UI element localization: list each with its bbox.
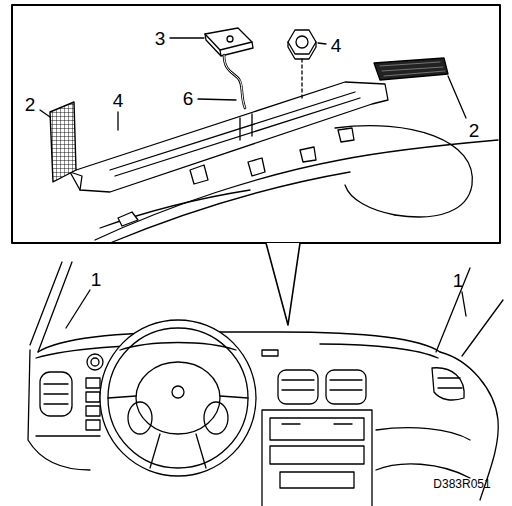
dashboard xyxy=(28,332,498,500)
nut xyxy=(288,30,316,100)
callout-number: 4 xyxy=(113,91,124,110)
leader-lines xyxy=(40,38,466,130)
speaker-grille xyxy=(374,58,448,80)
callout-number: 4 xyxy=(331,36,342,55)
inset-pointer xyxy=(266,243,300,325)
defroster-panel xyxy=(70,82,388,192)
figure-code: D383R051 xyxy=(433,478,490,490)
callout-number: 3 xyxy=(155,29,166,48)
glovebox xyxy=(376,428,470,478)
dash-top xyxy=(95,126,498,243)
inset-frame xyxy=(12,5,500,243)
center-console xyxy=(262,410,372,506)
callout-number: 1 xyxy=(453,271,464,290)
callout-number: 1 xyxy=(91,270,102,289)
callout-number: 2 xyxy=(25,95,36,114)
callout-number: 2 xyxy=(469,121,480,140)
leader-lines xyxy=(66,290,466,328)
steering-wheel xyxy=(100,320,256,476)
callout-number: 6 xyxy=(183,89,194,108)
a-pillars xyxy=(30,262,503,356)
sun-sensor xyxy=(205,28,253,108)
speaker-grille xyxy=(50,102,76,182)
